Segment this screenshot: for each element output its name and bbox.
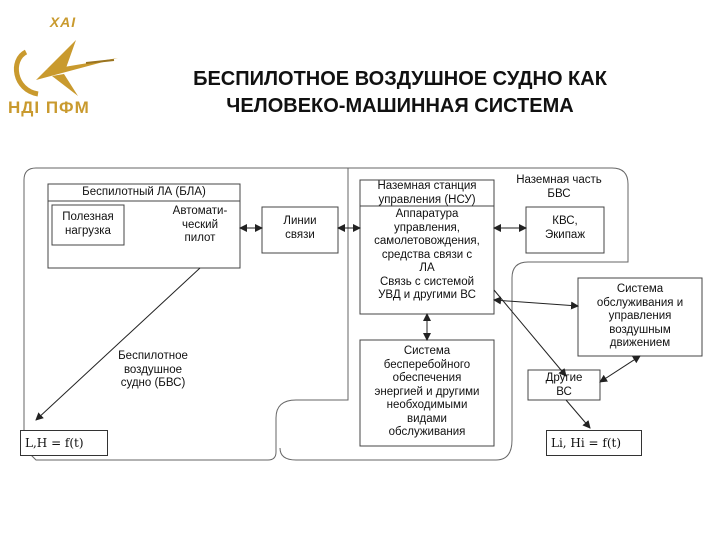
atm-line-1: Система: [616, 283, 664, 295]
ground-part-label: Наземная часть БВС: [504, 174, 614, 201]
bvs-boundary: [23, 167, 349, 461]
atm-line-4: воздушным: [609, 323, 671, 336]
bvs-label-line-2: воздушное: [123, 363, 183, 376]
nsu-header-line-2: управления (НСУ): [378, 193, 476, 206]
logo-top-text: ХАІ: [49, 14, 77, 30]
nsu-body-line-5: ЛА: [419, 262, 435, 274]
support-line-6: видами: [407, 412, 447, 425]
ground-part-line-2: БВС: [547, 187, 571, 200]
autopilot-line-1: Автомати-: [172, 205, 228, 217]
logo-bottom-text: НДІ ПФМ: [8, 98, 90, 117]
bvs-label-line-1: Беспилотное: [118, 350, 188, 362]
nsu-body-line-2: управления,: [394, 221, 460, 234]
support-line-7: обслуживания: [388, 426, 466, 438]
page-title: БЕСПИЛОТНОЕ ВОЗДУШНОЕ СУДНО КАК ЧЕЛОВЕКО…: [130, 66, 670, 120]
title-line-2: ЧЕЛОВЕКО-МАШИННАЯ СИСТЕМА: [226, 95, 574, 117]
nsu-body-line-4: средства связи с: [381, 248, 473, 261]
nsu-body: Аппаратура управления, самолетовождения,…: [360, 208, 494, 303]
support-line-4: энергией и другими: [374, 385, 480, 398]
formula-right: Li, Hi = f(t): [546, 430, 642, 456]
atm-line-3: управления: [608, 310, 672, 322]
crew-box: КВС, Экипаж: [526, 215, 604, 242]
ground-boundary: [279, 167, 629, 461]
support-line-2: бесперебойного: [383, 358, 471, 371]
bvs-label-line-3: судно (БВС): [120, 377, 186, 389]
support-line-3: обеспечения: [392, 372, 462, 384]
autopilot-line-2: ческий: [181, 218, 219, 231]
nsu-header: Наземная станция управления (НСУ): [360, 180, 494, 207]
other-aircraft-line-1: Другие: [545, 372, 583, 384]
links-box: Линии связи: [262, 215, 338, 242]
payload-box: Полезная нагрузка: [52, 211, 124, 238]
crew-line-1: КВС,: [552, 215, 578, 227]
nsu-body-line-3: самолетовождения,: [374, 235, 480, 247]
payload-line-1: Полезная: [62, 211, 114, 223]
title-line-1: БЕСПИЛОТНОЕ ВОЗДУШНОЕ СУДНО КАК: [193, 68, 607, 90]
crew-line-2: Экипаж: [544, 228, 586, 241]
atm-line-5: движением: [609, 337, 671, 349]
support-line-1: Система: [403, 345, 451, 357]
other-aircraft-line-2: ВС: [556, 385, 572, 398]
support-line-5: необходимыми: [386, 399, 468, 411]
links-line-1: Линии: [283, 215, 317, 227]
atm-box: Система обслуживания и управления воздуш…: [578, 283, 702, 351]
support-box: Система бесперебойного обеспечения энерг…: [360, 345, 494, 440]
payload-line-2: нагрузка: [65, 224, 111, 237]
autopilot-line-3: пилот: [184, 232, 216, 244]
nsu-body-line-1: Аппаратура: [395, 208, 459, 220]
bvs-label: Беспилотное воздушное судно (БВС): [98, 350, 208, 391]
nsu-header-line-1: Наземная станция: [377, 180, 477, 192]
bla-header: Беспилотный ЛА (БЛА): [82, 186, 206, 198]
logo: ХАІ НДІ ПФМ: [6, 10, 126, 120]
atm-line-2: обслуживания и: [596, 296, 684, 309]
nsu-body-line-6: Связь с системой: [379, 275, 475, 288]
other-aircraft-box: Другие ВС: [528, 372, 600, 399]
autopilot-box: Автомати- ческий пилот: [160, 205, 240, 246]
nsu-body-line-7: УВД и другими ВС: [378, 289, 476, 301]
formula-left: L,H = f(t): [20, 430, 108, 456]
logo-emblem-icon: [14, 40, 118, 97]
ground-part-line-1: Наземная часть: [516, 174, 602, 186]
links-line-2: связи: [285, 228, 315, 241]
